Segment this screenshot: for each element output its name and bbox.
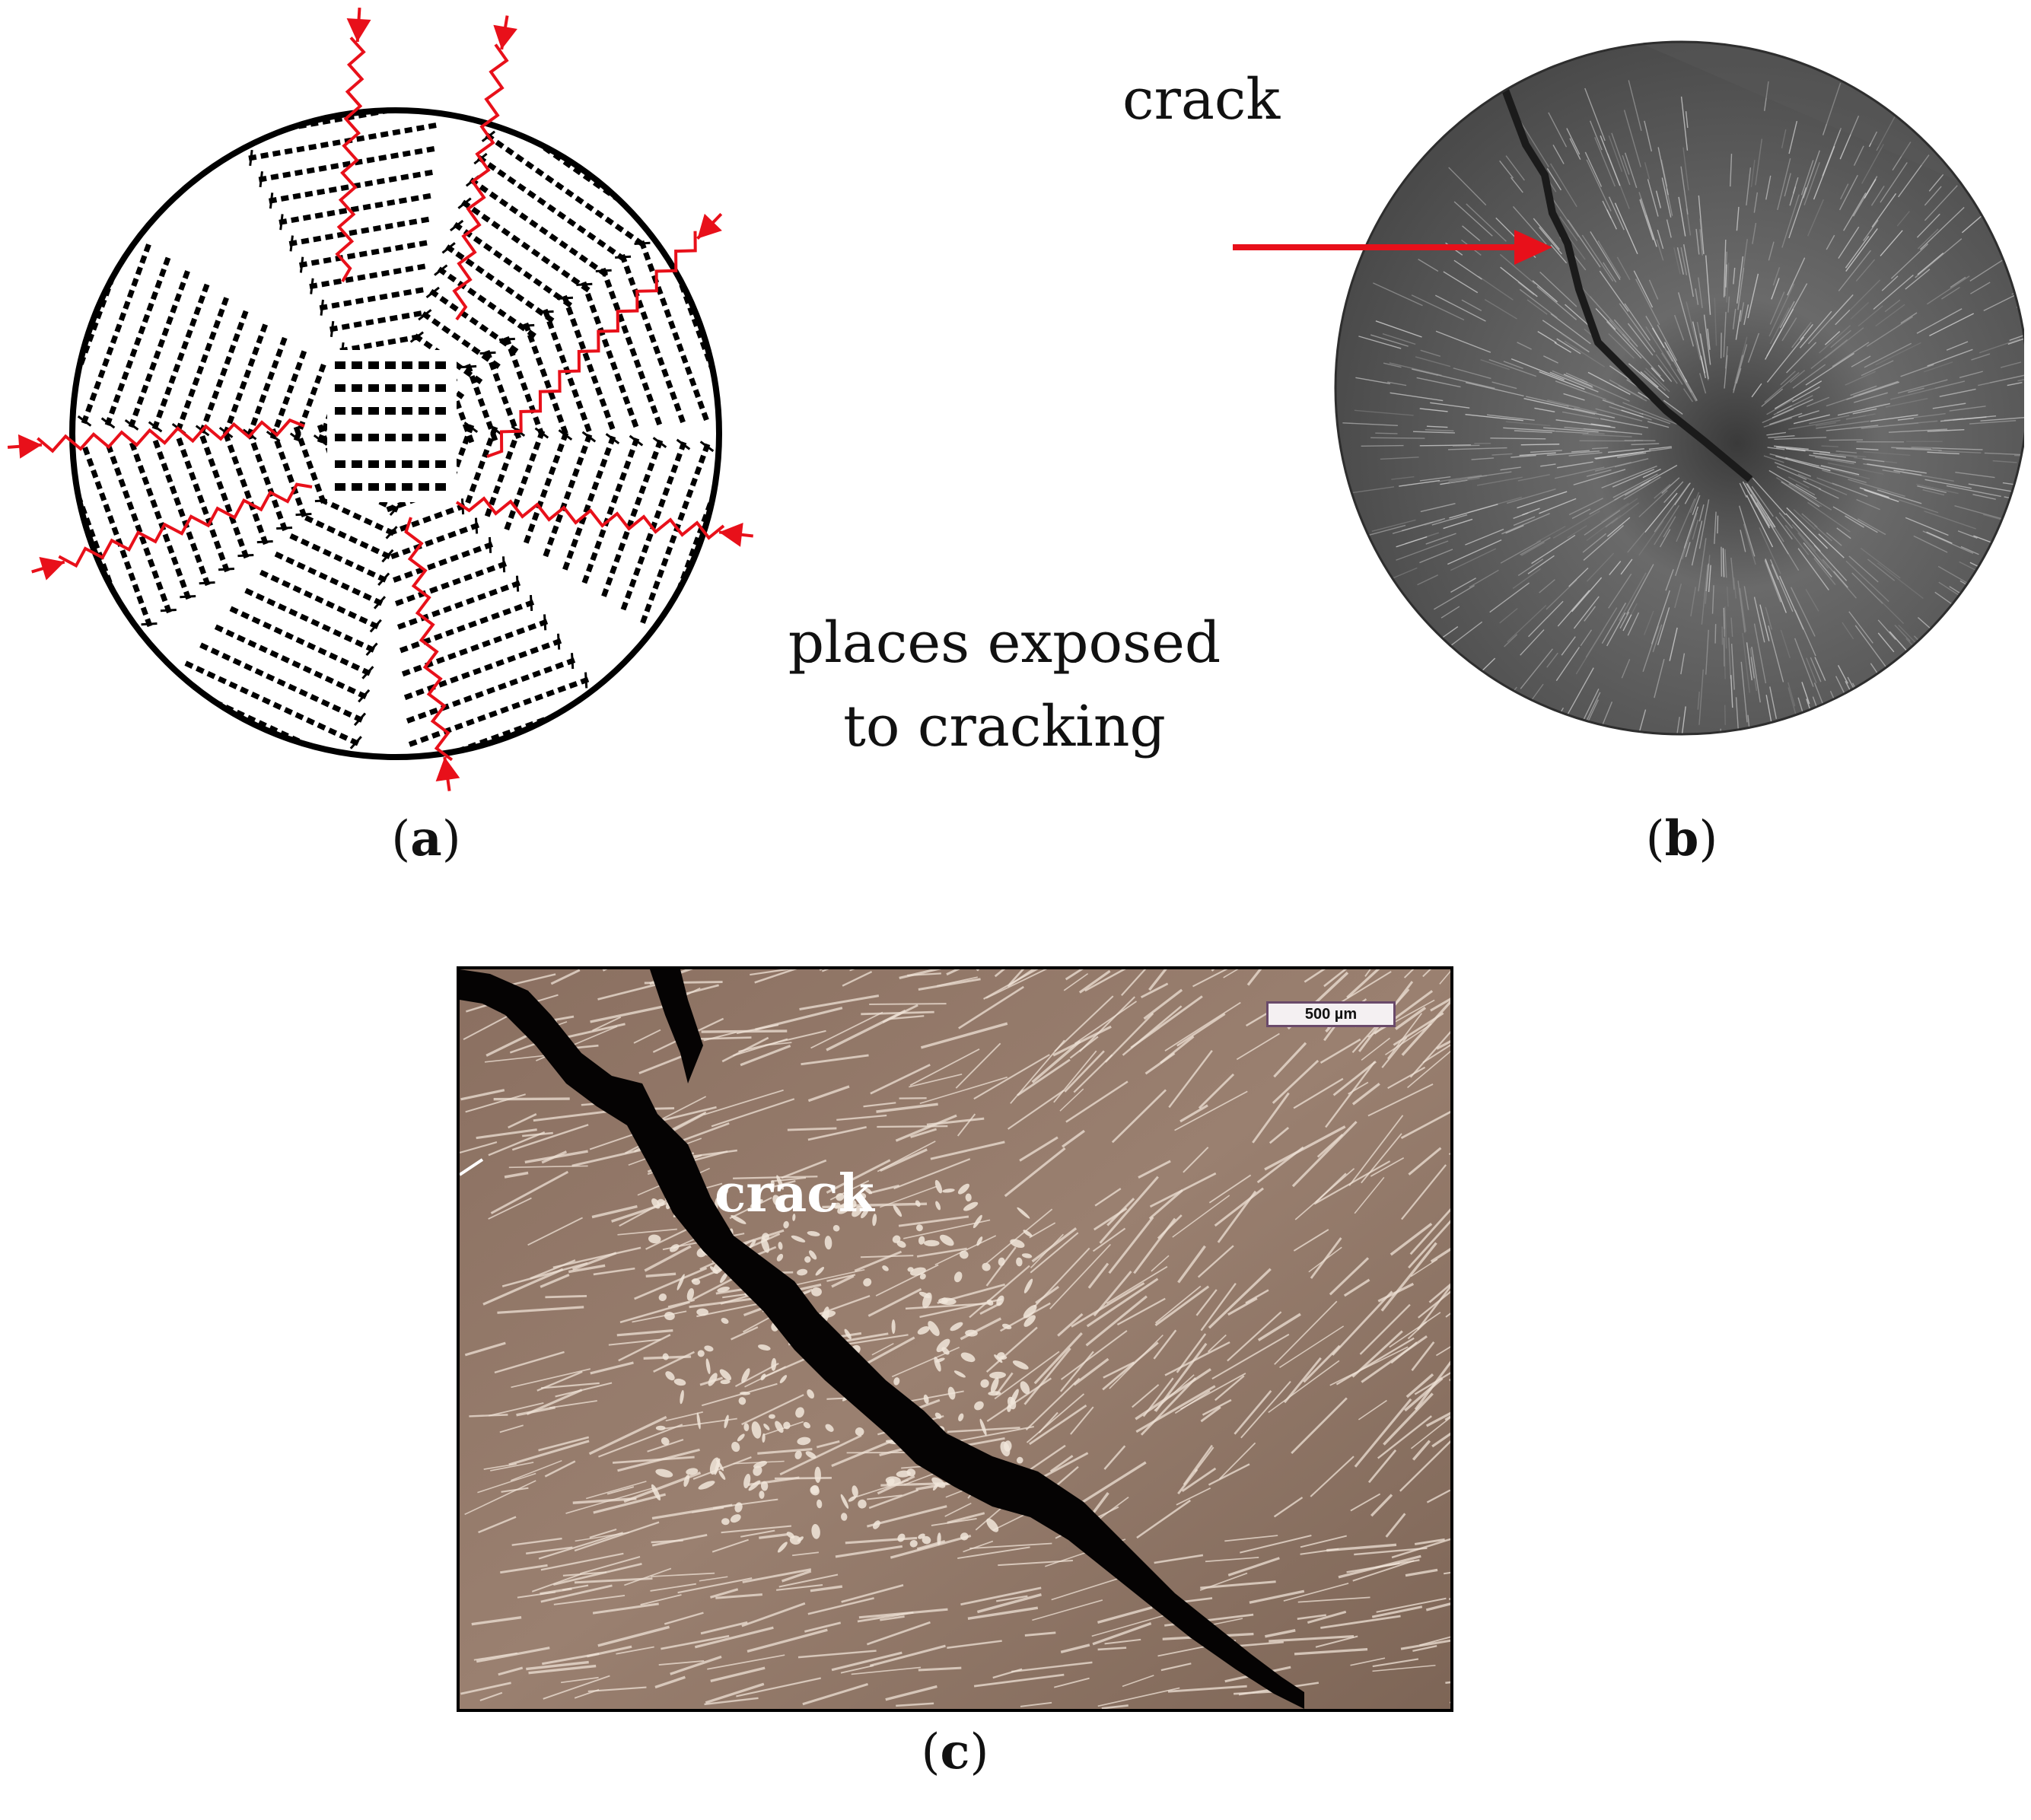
caption-a: (a) xyxy=(391,810,461,867)
ingot-outline xyxy=(69,107,722,760)
places-exposed-label: places exposed to cracking xyxy=(746,601,1263,768)
radial-grain-texture xyxy=(1337,80,2024,734)
crack-indicator-arrow xyxy=(1233,230,1552,265)
places-exposed-line2: to cracking xyxy=(843,694,1166,759)
dendrite-sectors xyxy=(72,110,719,757)
crack-label-b: crack xyxy=(1122,67,1281,132)
panel-a-schematic xyxy=(7,7,753,791)
panel-c-micrograph: 500 µm crack xyxy=(457,966,1453,1712)
crack-paths xyxy=(37,37,725,762)
crack-arrows xyxy=(7,7,753,791)
micro-crack xyxy=(460,969,1304,1709)
caption-b: (b) xyxy=(1645,810,1718,867)
micrograph-image xyxy=(460,969,1450,1709)
caption-c: (c) xyxy=(921,1723,989,1780)
crack-label-c: crack xyxy=(715,1163,874,1224)
panel-b-macrograph xyxy=(1233,40,2024,736)
places-exposed-line1: places exposed xyxy=(788,610,1221,676)
macro-crack xyxy=(1488,42,1753,482)
scale-bar: 500 µm xyxy=(1266,1001,1396,1027)
